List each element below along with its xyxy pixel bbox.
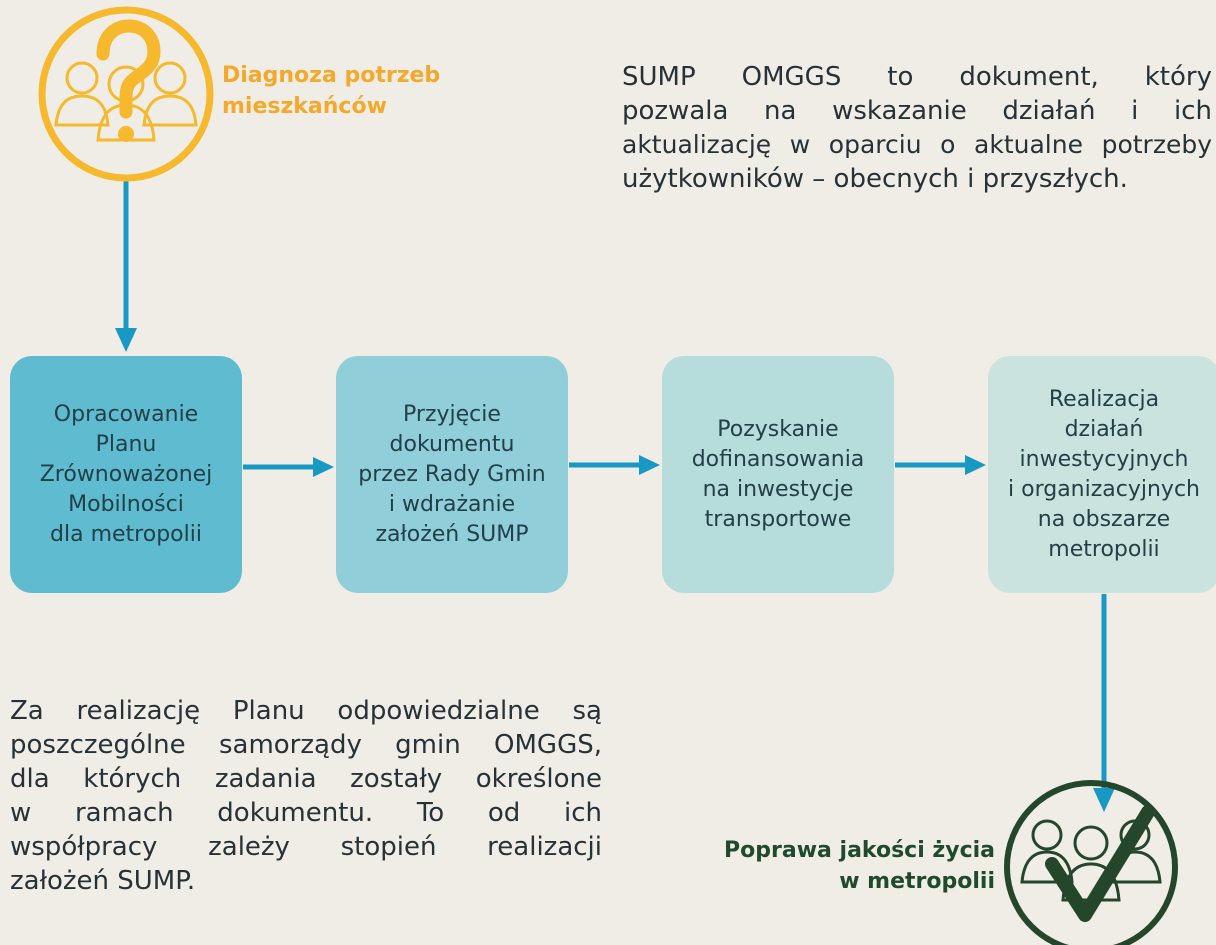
- responsibility-line: w ramach dokumentu. To od ich: [10, 798, 602, 828]
- step-text: Zrównoważonej: [39, 461, 213, 487]
- quality-of-life-line-1: Poprawa jakości życia: [724, 838, 995, 863]
- step-text: Mobilności: [68, 491, 184, 517]
- step-text: założeń SUMP: [375, 521, 529, 547]
- responsibility-line: dla których zadania zostały określone: [10, 764, 602, 794]
- responsibility-line: założeń SUMP.: [10, 866, 196, 896]
- arrow-right-3: [895, 455, 986, 475]
- step-text: Planu: [95, 431, 157, 457]
- quality-of-life-label: Poprawa jakości życia w metropolii: [690, 835, 995, 897]
- step-text: metropolii: [1048, 536, 1160, 562]
- step-document-adoption: Przyjęcie dokumentu przez Rady Gmin i wd…: [336, 356, 568, 593]
- question-people-icon: [38, 6, 214, 182]
- step-text: Pozyskanie: [717, 416, 839, 442]
- step-text: inwestycyjnych: [1019, 446, 1189, 472]
- step-text: i organizacyjnych: [1008, 476, 1200, 502]
- needs-diagnosis-line-2: mieszkańców: [222, 94, 387, 119]
- step-text: Przyjęcie: [403, 401, 501, 427]
- step-text: przez Rady Gmin: [358, 461, 546, 487]
- step-plan-development: Opracowanie Planu Zrównoważonej Mobilnoś…: [10, 356, 242, 593]
- intro-line: SUMP OMGGS to dokument, który: [622, 62, 1212, 92]
- intro-paragraph: SUMP OMGGS to dokument, który pozwala na…: [622, 60, 1212, 196]
- step-text: na obszarze: [1037, 506, 1171, 532]
- quality-of-life-line-2: w metropolii: [839, 869, 995, 894]
- arrow-down-top: [115, 178, 137, 352]
- step-text: dokumentu: [389, 431, 515, 457]
- arrow-down-bottom: [1093, 594, 1115, 812]
- responsibility-line: Za realizację Planu odpowiedzialne są: [10, 696, 602, 726]
- step-implementation: Realizacja działań inwestycyjnych i orga…: [988, 356, 1216, 593]
- step-text: Realizacja: [1048, 386, 1160, 412]
- step-text: działań: [1064, 416, 1144, 442]
- check-people-icon: [1004, 780, 1178, 945]
- responsibility-paragraph: Za realizację Planu odpowiedzialne są po…: [10, 694, 602, 898]
- arrow-right-1: [243, 457, 334, 477]
- step-text: i wdrażanie: [388, 491, 516, 517]
- responsibility-line: współpracy zależy stopień realizacji: [10, 832, 602, 862]
- needs-diagnosis-line-1: Diagnoza potrzeb: [222, 63, 441, 88]
- arrow-right-2: [569, 455, 660, 475]
- intro-line: aktualizację w oparciu o aktualne potrze…: [622, 130, 1212, 159]
- step-text: na inwestycje: [702, 476, 854, 502]
- step-text: Opracowanie: [53, 401, 199, 427]
- step-cofinancing: Pozyskanie dofinansowania na inwestycje …: [662, 356, 894, 593]
- step-text: dla metropolii: [50, 521, 202, 547]
- step-text: transportowe: [704, 506, 852, 532]
- responsibility-line: poszczególne samorządy gmin OMGGS,: [10, 730, 602, 760]
- intro-line: pozwala na wskazanie działań i ich: [622, 96, 1212, 126]
- intro-line: użytkowników – obecnych i przyszłych.: [622, 164, 1128, 194]
- step-text: dofinansowania: [691, 446, 865, 472]
- needs-diagnosis-label: Diagnoza potrzeb mieszkańców: [222, 60, 440, 122]
